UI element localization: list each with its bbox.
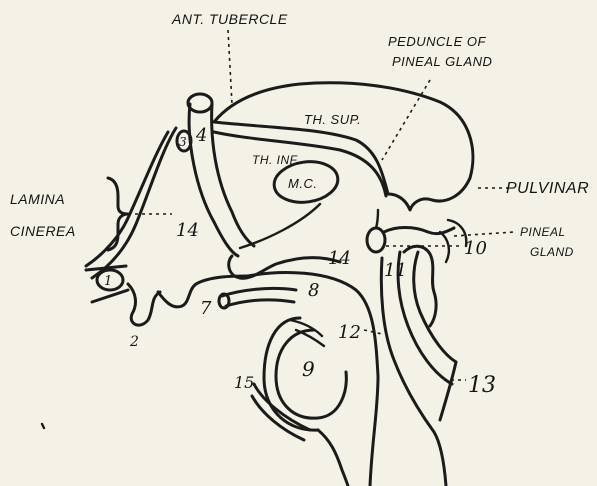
- speck-mark: [42, 424, 44, 428]
- number-13: 13: [468, 373, 496, 398]
- label-pineal-line1: PINEAL: [520, 225, 566, 239]
- number-3: 3: [179, 135, 187, 149]
- label-peduncle-line1: PEDUNCLE OF: [388, 34, 487, 49]
- hypothalamic-sulcus: [240, 204, 320, 248]
- label-pineal-line2: GLAND: [530, 245, 574, 259]
- pons-striae: [290, 320, 324, 346]
- pineal-peduncle: [384, 228, 454, 234]
- number-11: 11: [384, 260, 407, 281]
- label-th-sup: TH. SUP.: [304, 112, 361, 127]
- habenular-line: [376, 210, 378, 228]
- fornix-top-cut: [188, 94, 212, 112]
- thalamus-superior-outline: [214, 83, 473, 210]
- infundibulum-2: [128, 284, 160, 325]
- label-lamina-line1: LAMINA: [10, 191, 65, 207]
- number-12: 12: [338, 322, 361, 343]
- label-pulvinar: PULVINAR: [506, 180, 589, 197]
- number-14-right: 14: [328, 248, 351, 269]
- medulla-lower: [318, 430, 348, 486]
- label-th-inf: TH. INF.: [252, 153, 300, 167]
- lamina-terminalis-outer: [86, 132, 168, 266]
- label-mc: M.C.: [288, 176, 317, 191]
- number-10: 10: [464, 238, 487, 259]
- number-4: 4: [195, 125, 207, 146]
- number-7: 7: [200, 298, 212, 319]
- label-lamina-line2: CINEREA: [10, 223, 76, 239]
- posterior-lines: [440, 220, 466, 262]
- fifteen-nerve-b: [252, 396, 304, 440]
- number-8: 8: [308, 280, 319, 301]
- label-peduncle-line2: PINEAL GLAND: [392, 54, 492, 69]
- number-15: 15: [234, 373, 254, 392]
- fourth-ventricle-13: [440, 362, 456, 420]
- number-2: 2: [129, 334, 139, 350]
- fifteen-nerve: [254, 384, 310, 430]
- leader-ant-tubercle: [228, 30, 232, 104]
- pineal-gland: [367, 228, 385, 252]
- label-ant-tubercle: ANT. TUBERCLE: [171, 11, 288, 27]
- lamina-brace: [108, 178, 128, 250]
- number-1: 1: [104, 274, 112, 289]
- oculomotor-nerve-7: [222, 288, 296, 306]
- number-9: 9: [302, 357, 315, 381]
- leader-pineal: [454, 232, 514, 236]
- number-14-left: 14: [176, 220, 199, 241]
